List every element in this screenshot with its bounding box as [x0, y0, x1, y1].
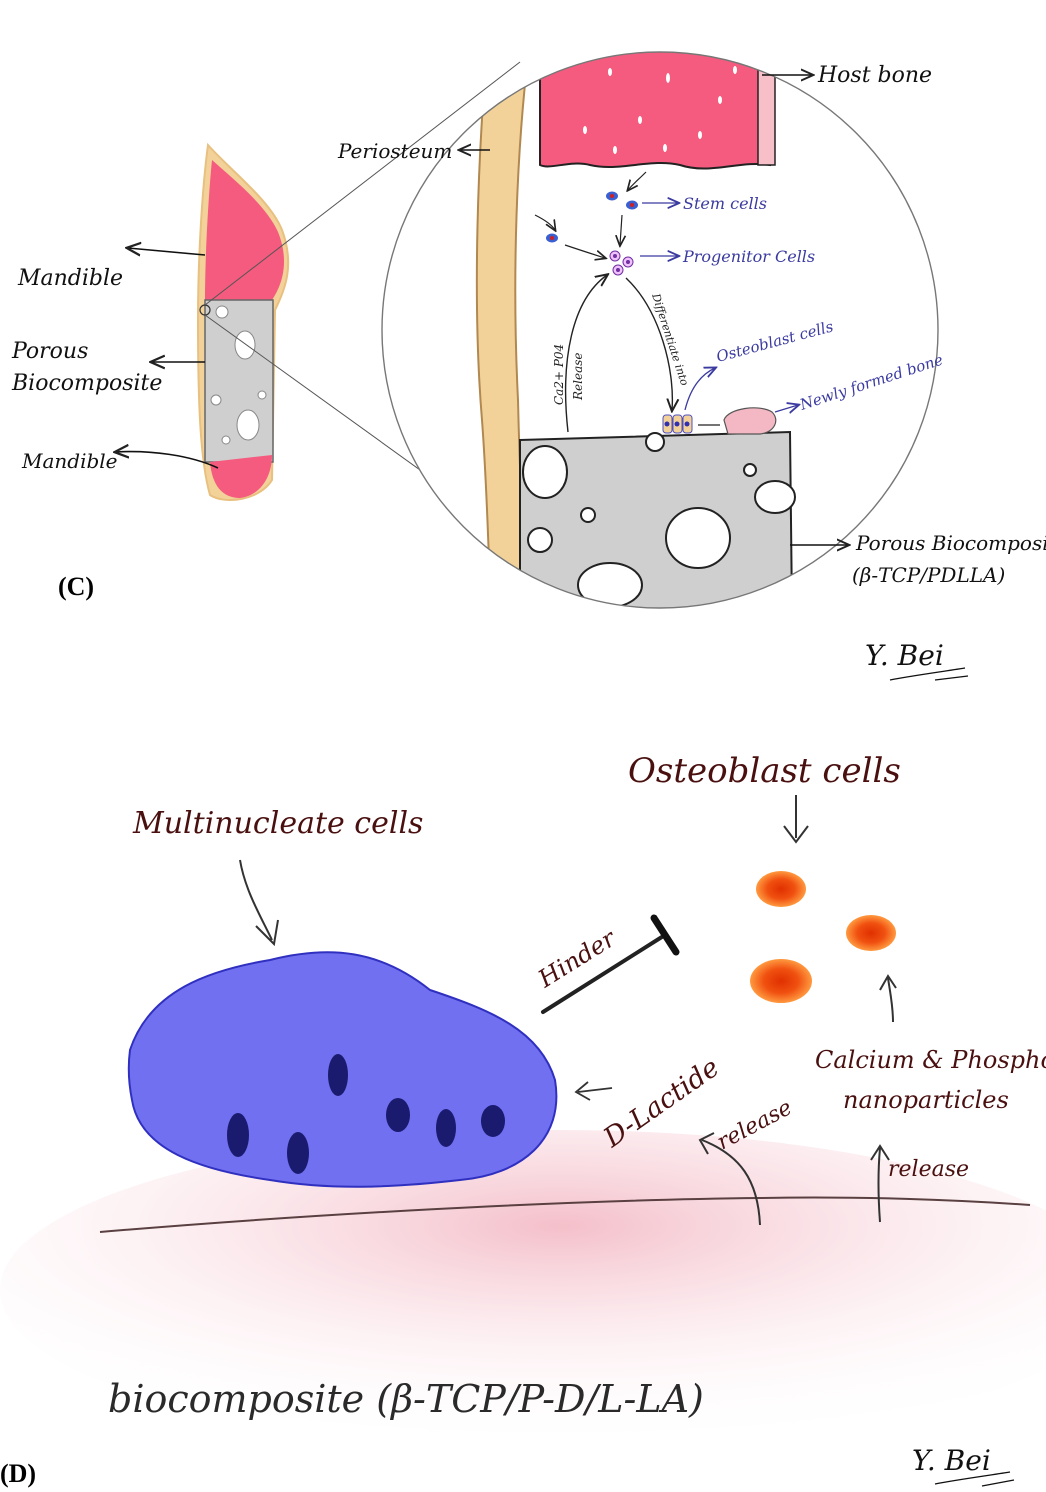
- osteoblast-cell: [846, 915, 896, 951]
- label-hinder: Hinder: [532, 923, 621, 993]
- label-host-bone: Host bone: [817, 63, 932, 88]
- arrow-calcium-up: [880, 976, 896, 1022]
- label-calcium-1: Calcium & Phosphorus: [815, 1046, 1046, 1074]
- porous-biocomposite-block: [205, 300, 273, 462]
- osteoblast-cell: [750, 959, 812, 1003]
- panel-c-label: (C): [58, 572, 94, 601]
- label-stem-cells: Stem cells: [683, 194, 767, 213]
- panel-c: Mandible Porous Biocomposite Mandible (C…: [11, 40, 1046, 680]
- label-mandible-bottom: Mandible: [21, 449, 118, 473]
- panel-d: Osteoblast cells Multinucleate cells Hin…: [0, 751, 1046, 1488]
- label-biocomposite: biocomposite (β-TCP/P-D/L-LA): [108, 1377, 704, 1421]
- label-periosteum: Periosteum: [337, 139, 452, 163]
- newly-formed-bone: [724, 408, 776, 434]
- label-ca-release-1: Ca2+ P04: [552, 344, 566, 405]
- label-porous-left-2: Biocomposite: [11, 371, 162, 396]
- osteoblast-cell: [756, 871, 806, 907]
- hinder-bar: [654, 918, 676, 952]
- label-multinucleate-cells: Multinucleate cells: [132, 806, 423, 841]
- arrow-mandible-top: [128, 248, 205, 255]
- label-porous-right-2: (β-TCP/PDLLA): [852, 563, 1005, 587]
- osteoblast-cells-d: [750, 871, 896, 1003]
- arrow-osteoblast-down: [784, 795, 808, 842]
- signature-d: Y. Bei: [912, 1444, 991, 1477]
- label-porous-left-1: Porous: [11, 339, 88, 364]
- osteoblast-cell-group: [663, 415, 692, 433]
- signature-c: Y. Bei: [865, 639, 944, 672]
- mandible-section: [198, 145, 288, 500]
- label-ca-release-2: Release: [571, 353, 585, 402]
- label-calcium-2: nanoparticles: [843, 1086, 1009, 1114]
- arrow-d-lactide-left: [576, 1082, 612, 1100]
- panel-d-label: (D): [0, 1459, 36, 1488]
- arrow-multinucleate-down: [240, 860, 278, 944]
- label-osteoblast-cells-d: Osteoblast cells: [628, 751, 901, 791]
- host-bone-block: [540, 40, 770, 169]
- label-release-right: release: [888, 1157, 969, 1182]
- label-mandible-top: Mandible: [17, 266, 123, 291]
- label-porous-right-1: Porous Biocomposite: [855, 531, 1046, 555]
- label-progenitor-cells: Progenitor Cells: [682, 247, 815, 266]
